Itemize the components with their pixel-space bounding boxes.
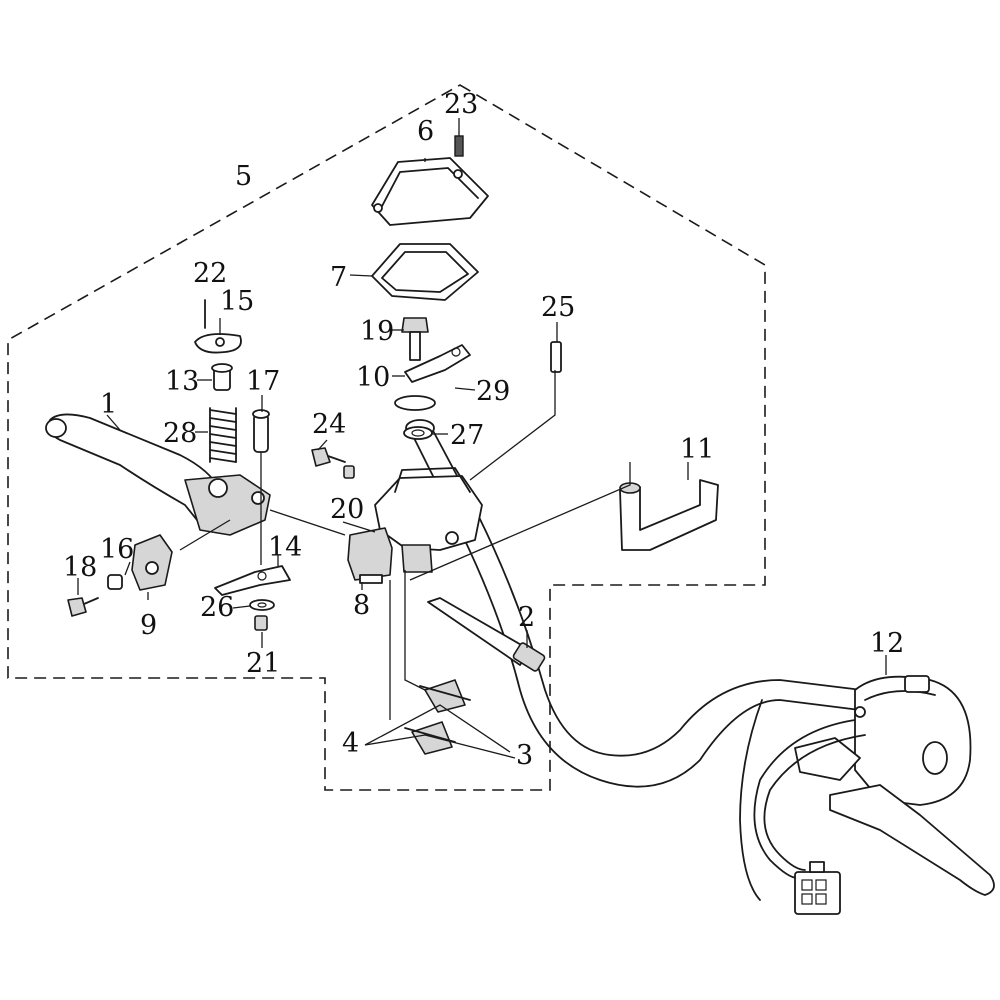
oring-29-part [394, 395, 436, 411]
nut-20-part [343, 465, 355, 479]
bolt-24-part [311, 447, 346, 467]
part-label-28: 28 [163, 418, 197, 449]
part-label-10: 10 [356, 362, 390, 393]
part-label-8: 8 [353, 590, 370, 621]
bolt-19-part [401, 317, 429, 361]
pin-17-part [252, 409, 270, 453]
part-label-6: 6 [417, 116, 434, 147]
assembly-group-outline [7, 84, 766, 791]
part-label-21: 21 [246, 648, 280, 679]
master-cylinder-body [374, 467, 483, 573]
spring-part [209, 407, 237, 463]
gasket-part [371, 243, 479, 301]
part-label-20: 20 [330, 494, 364, 525]
connector-plug-part [794, 861, 841, 915]
part-label-17: 17 [246, 366, 280, 397]
part-label-5: 5 [235, 161, 252, 192]
switch-clip-upper [419, 679, 471, 713]
bolt-18-part [67, 597, 99, 617]
washer-26-part [249, 599, 275, 611]
leader-lines [77, 118, 887, 759]
part-label-29: 29 [476, 376, 510, 407]
part-label-22: 22 [193, 258, 227, 289]
part-label-27: 27 [450, 420, 484, 451]
part-label-13: 13 [165, 366, 199, 397]
part-label-26: 26 [200, 592, 234, 623]
part-label-11: 11 [680, 434, 714, 465]
part-labels: 1 2 3 4 5 6 7 8 9 10 11 12 13 14 15 16 1… [63, 89, 904, 771]
part-label-4: 4 [342, 728, 359, 759]
part-label-14: 14 [268, 532, 302, 563]
part-label-12: 12 [870, 628, 904, 659]
part-label-23: 23 [444, 89, 478, 120]
lever-bracket-part [619, 479, 719, 551]
part-label-25: 25 [541, 292, 575, 323]
pivot-pin-part [211, 363, 233, 391]
part-label-7: 7 [330, 262, 347, 293]
screw-25-part [550, 341, 562, 373]
part-label-2: 2 [518, 602, 535, 633]
right-lever-part [794, 737, 995, 896]
switch-plate-part [214, 565, 291, 596]
bracket-10-part [404, 344, 471, 383]
plate-part [194, 333, 242, 354]
nut-21-part [254, 615, 268, 631]
washer-27-part [403, 426, 433, 440]
part-label-1: 1 [100, 389, 117, 420]
cap-screw-part [454, 135, 464, 157]
part-label-18: 18 [63, 552, 97, 583]
mc-clamp-part [347, 527, 393, 584]
collar-part [107, 574, 123, 590]
wiring-harness [739, 699, 866, 901]
part-label-16: 16 [100, 534, 134, 565]
reservoir-cap-part [371, 157, 489, 226]
switch-housing-part [854, 675, 972, 806]
handlebar-tube [405, 419, 863, 788]
lever-clamp-part [131, 534, 173, 591]
part-label-19: 19 [360, 316, 394, 347]
part-label-24: 24 [312, 409, 346, 440]
part-label-3: 3 [516, 740, 533, 771]
brake-switch-part [427, 597, 546, 672]
part-label-9: 9 [140, 610, 157, 641]
brake-lever-part [45, 413, 271, 536]
part-label-15: 15 [220, 286, 254, 317]
switch-clip-lower [404, 721, 456, 755]
